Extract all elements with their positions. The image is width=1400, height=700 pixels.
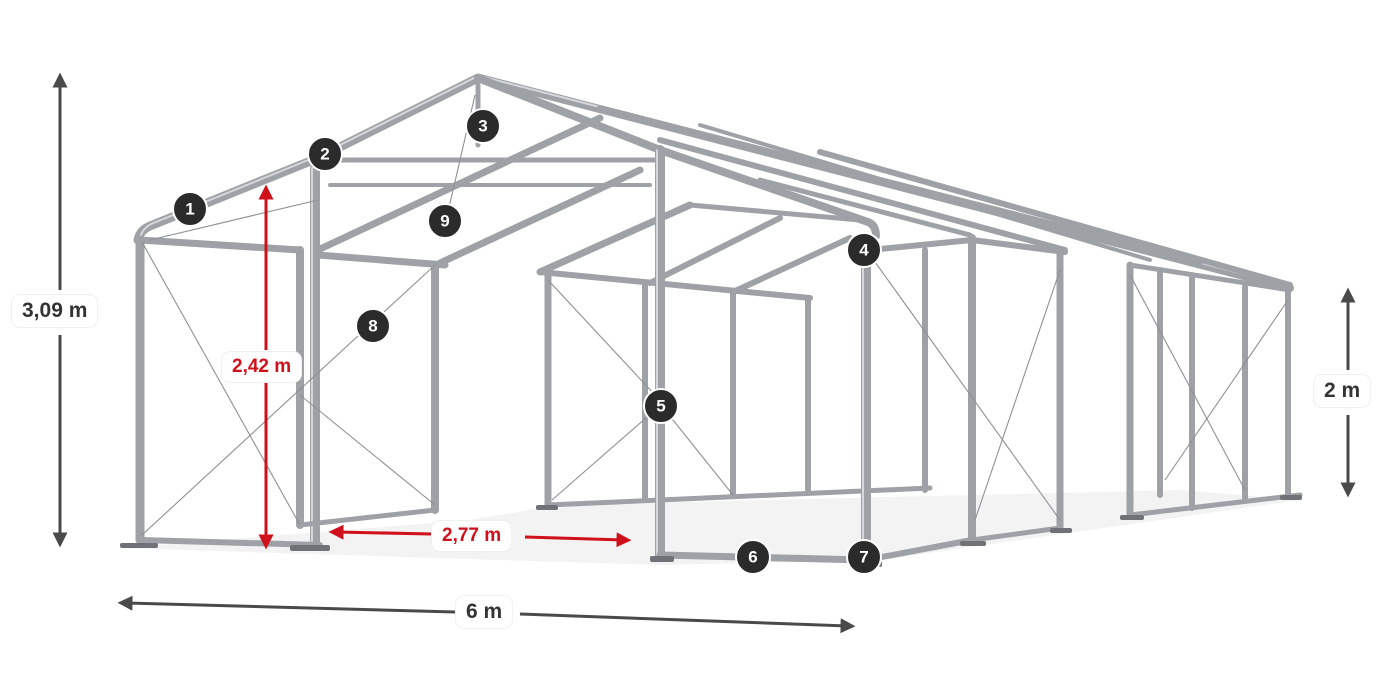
total-height-label: 3,09 m [12,295,98,327]
svg-text:7: 7 [859,548,868,567]
floor-shadow [120,490,1300,565]
part-badge-1: 1 [172,191,208,227]
side-height-label: 2,42 m [222,352,302,382]
bay-spacing-label: 2,77 m [432,521,512,551]
part-badge-9: 9 [427,203,463,239]
dimension-lines [52,72,1356,634]
part-badge-7: 7 [846,539,882,575]
svg-text:2: 2 [320,145,329,164]
width-arrow [117,595,456,614]
part-badge-6: 6 [735,539,771,575]
far-frames [476,74,1303,544]
svg-text:5: 5 [656,397,665,416]
width-label: 6 m [456,596,513,628]
svg-text:8: 8 [368,317,377,336]
part-badge-5: 5 [643,388,679,424]
bay-spacing-arrow [328,524,433,540]
part-badge-4: 4 [846,232,882,268]
wall-height-label: 2 m [1314,375,1371,407]
svg-text:3: 3 [478,117,487,136]
part-badge-8: 8 [355,308,391,344]
svg-text:6: 6 [748,548,757,567]
svg-text:4: 4 [859,241,869,260]
front-gable-frame [133,73,880,550]
svg-text:9: 9 [440,212,449,231]
part-badge-2: 2 [307,136,343,172]
svg-text:1: 1 [185,200,194,219]
part-badge-3: 3 [465,108,501,144]
bracing-wires [141,94,1289,536]
